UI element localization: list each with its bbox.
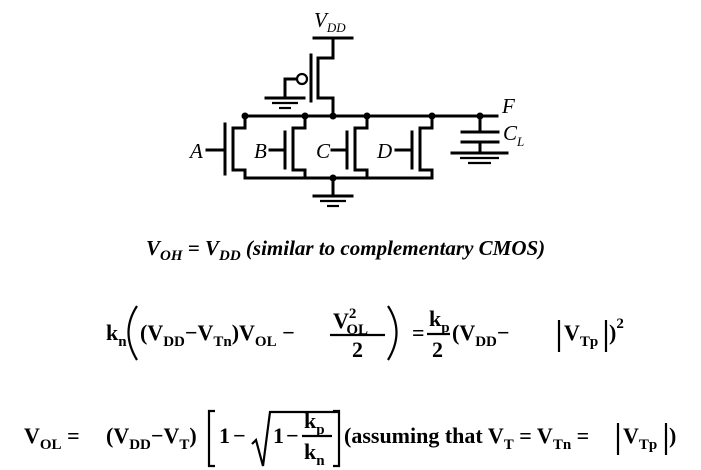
nmos-d-transistor: D: [376, 114, 434, 180]
circuit: VDD F: [188, 8, 524, 208]
eq2-vol: VOL =: [24, 423, 80, 453]
eq1-frac-den: 2: [352, 337, 363, 362]
equation-2: VOL = (VDD−VT) 1 − 1− kp kn (assuming th…: [24, 408, 676, 469]
eq1-equals: =: [412, 320, 425, 345]
eq2-tail: ): [669, 423, 676, 448]
pmos-gate-bubble: [295, 72, 309, 86]
ground-icon: [312, 194, 354, 208]
pmos-load-transistor: [264, 53, 335, 110]
eq2-frac-num: kp: [304, 408, 325, 438]
vdd-label: VDD: [314, 8, 346, 35]
eq1-kn: kn: [106, 320, 127, 350]
nmos-b-transistor: B: [254, 114, 307, 180]
eq1-close-exp: )2: [609, 316, 624, 345]
input-b-label: B: [254, 139, 267, 163]
input-a-label: A: [188, 139, 203, 163]
eq1-big-close-paren: [387, 305, 398, 361]
load-capacitor: [450, 114, 509, 165]
eq2-bracket-open: [207, 409, 215, 468]
load-cap-label: CL: [503, 121, 524, 149]
eq1-left-term: (VDD−VTn)VOL −: [140, 320, 295, 350]
input-c-label: C: [316, 139, 331, 163]
nmos-c-transistor: C: [316, 114, 369, 180]
eq2-frac-den: kn: [304, 439, 325, 469]
output-f-label: F: [501, 94, 515, 118]
eq1-kp-den: 2: [432, 337, 443, 362]
eq2-difference: (VDD−VT): [106, 423, 197, 453]
eq2-bracket-close: [333, 409, 341, 468]
eq2-vtp: VTp: [623, 423, 657, 453]
voh-statement: VOH = VDD (similar to complementary CMOS…: [146, 236, 545, 264]
input-d-label: D: [376, 139, 392, 163]
eq2-sqrt-one: 1−: [273, 423, 299, 448]
nmos-a-transistor: A: [188, 114, 247, 180]
eq1-vtp: VTp: [564, 320, 598, 350]
eq1-kp-num: kp: [429, 306, 450, 336]
eq2-note: (assuming that VT = VTn =: [344, 423, 589, 453]
eq2-minus: −: [233, 423, 246, 448]
eq1-big-open-paren: [127, 305, 138, 361]
eq2-one: 1: [219, 423, 230, 448]
eq2-sqrt-sign: [251, 410, 340, 467]
eq1-right-term: (VDD−: [452, 320, 509, 350]
